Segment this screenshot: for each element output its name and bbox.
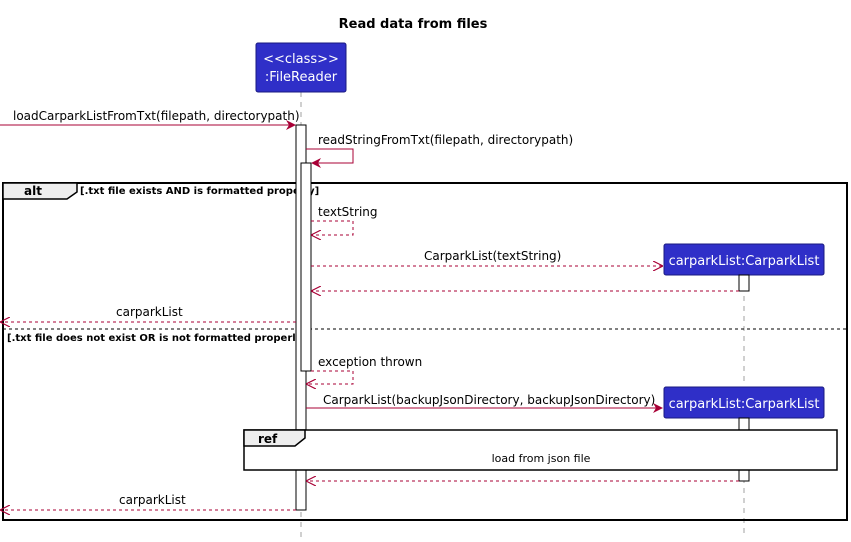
message-label-8: carparkList [119, 493, 186, 507]
activation-file-reader-inner [300, 162, 312, 372]
diagram-title: Read data from files [339, 17, 488, 32]
ref-fragment: ref load from json file [243, 429, 838, 471]
alt-fragment: alt [.txt file exists AND is formatted p… [2, 182, 848, 521]
ref-text: load from json file [492, 452, 591, 465]
message-label-2: readStringFromTxt(filepath, directorypat… [318, 133, 573, 147]
message-label-7: CarparkList(backupJsonDirectory, backupJ… [323, 393, 655, 407]
participant-carpark-list-1-name: carparkList:CarparkList [669, 254, 820, 269]
message-arrow-6 [307, 370, 354, 384]
message-label-1: loadCarparkListFromTxt(filepath, directo… [13, 109, 300, 123]
message-arrow-2 [306, 148, 354, 168]
participant-carpark-list-2-name: carparkList:CarparkList [669, 397, 820, 412]
activation-carpark-list-1 [738, 274, 750, 292]
participant-file-reader-name: :FileReader [265, 70, 338, 85]
ref-label: ref [258, 432, 278, 446]
message-label-3: textString [318, 205, 378, 219]
participant-file-reader[interactable]: <<class>> :FileReader [255, 42, 347, 93]
alt-guard-2: [.txt file does not exist OR is not form… [7, 333, 307, 344]
participant-file-reader-stereotype: <<class>> [263, 52, 339, 67]
alt-label: alt [24, 184, 42, 198]
message-arrow-3 [311, 220, 354, 235]
participant-carpark-list-1[interactable]: carparkList:CarparkList [663, 243, 825, 276]
message-label-4: CarparkList(textString) [424, 249, 561, 263]
message-label-6: exception thrown [318, 355, 422, 369]
participant-carpark-list-2[interactable]: carparkList:CarparkList [663, 386, 825, 419]
message-label-5: carparkList [116, 305, 183, 319]
alt-guard-1: [.txt file exists AND is formatted prope… [80, 186, 319, 197]
